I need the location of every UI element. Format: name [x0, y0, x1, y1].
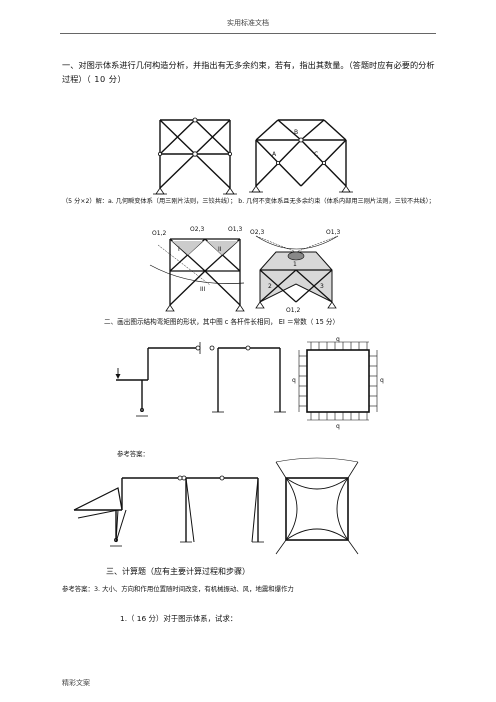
header-divider: [60, 33, 436, 34]
question-3-item-1: 1.（ 16 分）对于图示体系，试求：: [120, 614, 238, 623]
figure-q1a-truss: [153, 117, 237, 195]
page-footer: 精彩文案: [62, 679, 90, 687]
label-q-right: q: [380, 377, 384, 384]
question-1: 一、对图示体系进行几何构造分析，并指出有无多余约束，若有，指出其数量。（答题时应…: [62, 58, 440, 86]
figure-q2a-answer: [73, 475, 187, 547]
fig-b-label-a: A: [272, 151, 277, 158]
label-o12-b: O1,2: [286, 307, 300, 314]
figure-q2b-answer: [177, 475, 264, 543]
label-1: 1: [293, 261, 297, 268]
page-header: 实用标准文档: [227, 19, 269, 27]
figure-q2a: [115, 342, 201, 417]
label-o12: O1,2: [152, 230, 166, 237]
label-2: 2: [268, 283, 272, 290]
label-o23-b: O2,3: [250, 229, 264, 236]
figure-q2c-answer: [275, 457, 359, 555]
label-q-left: q: [292, 377, 296, 384]
answer-1: （5 分×2）解：a. 几何瞬变体系（用三刚片法则，三铰共线）； b. 几何不变…: [62, 198, 435, 205]
label-3: 3: [320, 283, 324, 290]
label-region-ii: II: [218, 246, 222, 253]
fig-b-label-b: B: [294, 129, 298, 136]
label-o13-b: O1,3: [326, 229, 340, 236]
question-1-text: 一、对图示体系进行几何构造分析，并指出有无多余约束，若有，指出其数量。（答题时应…: [62, 60, 435, 84]
fig-b-label-c: C: [314, 151, 318, 158]
answer-3: 参考答案：3. 大小、方向和作用位置随时间改变，有机械振动、风，地震和爆作力: [62, 585, 294, 593]
label-region-i: I: [178, 246, 180, 253]
figure-q1b-truss: B C A: [249, 119, 353, 193]
label-region-iii: III: [200, 286, 206, 293]
question-1-score: （ 10 分）: [86, 74, 127, 84]
label-q-bottom: q: [336, 423, 340, 430]
question-2: 二、画出图示结构弯矩图的形状，其中图 c 各杆件长相同， EI ＝常数（ 15 …: [104, 318, 340, 326]
figure-q2b: [209, 345, 286, 413]
figure-q2c: q q q q: [292, 336, 384, 430]
question-3-title: 三、计算题（应有主要计算过程和步骤）: [106, 567, 250, 576]
figure-q1-solution-a: O1,2 O2,3 O1,3 I II III: [149, 226, 245, 312]
label-o13: O1,3: [228, 226, 242, 233]
reference-answer-label: 参考答案：: [117, 450, 149, 458]
figure-q1-solution-b: O2,3 O1,3 1 2 3 O1,2: [250, 229, 340, 314]
label-o23: O2,3: [190, 226, 204, 233]
label-q-top: q: [336, 336, 340, 343]
